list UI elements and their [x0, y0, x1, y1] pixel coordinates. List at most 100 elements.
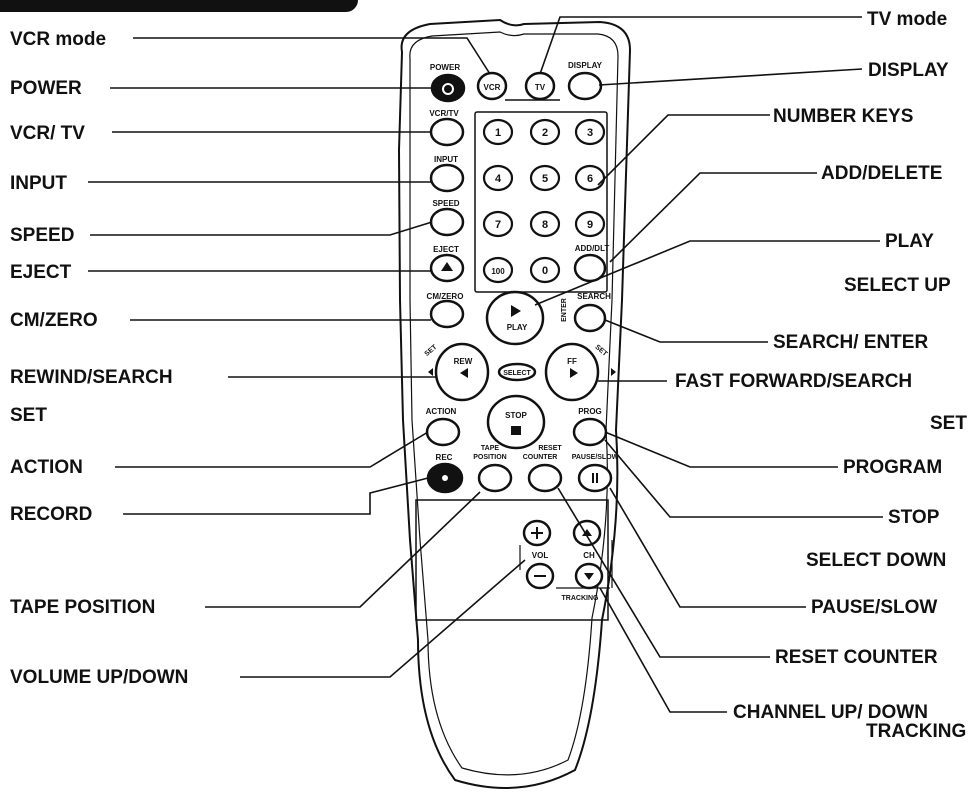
left-arrow-icon: [428, 368, 433, 376]
leader-vcr-mode: [133, 37, 491, 75]
leader-volume: [240, 559, 526, 678]
leader-action: [115, 431, 429, 468]
remote-rec-text: REC: [436, 453, 453, 462]
header-bar: [0, 0, 358, 12]
label-eject: EJECT: [10, 262, 72, 283]
label-tv-mode: TV mode: [867, 9, 948, 30]
number-key-text-3: 3: [587, 127, 593, 139]
remote-inner: [409, 31, 619, 776]
remote-rew-text: REW: [454, 357, 473, 366]
label-volume-up-down: VOLUME UP/DOWN: [10, 667, 189, 688]
remote-tape-text: TAPE: [481, 445, 499, 452]
remote-position-text: POSITION: [473, 454, 506, 461]
remote-enter-text: ENTER: [561, 298, 568, 322]
vcr-button: [476, 71, 508, 101]
label-add-delete: ADD/DELETE: [821, 163, 943, 184]
stop-button: [486, 394, 546, 450]
record-dot: [442, 475, 448, 481]
leader-tape-position: [205, 491, 481, 608]
label-search-enter: SEARCH/ ENTER: [773, 332, 929, 353]
label-pause-slow: PAUSE/SLOW: [811, 597, 938, 618]
leader-program: [604, 431, 838, 468]
remote-speed-text: SPEED: [432, 199, 459, 208]
speed-button: [429, 207, 465, 237]
number-key-9: [574, 210, 606, 238]
remote-cmzero-text: CM/ZERO: [427, 292, 464, 301]
label-input: INPUT: [10, 173, 67, 194]
remote-action-text: ACTION: [426, 407, 457, 416]
label-cm-zero: CM/ZERO: [10, 310, 98, 331]
number-key-100: [482, 256, 514, 284]
power-button: [430, 73, 466, 103]
label-select-up: SELECT UP: [844, 275, 951, 296]
remote-stop-text: STOP: [505, 411, 527, 420]
remote-prog-text: PROG: [578, 407, 602, 416]
label-fast-forward-search: FAST FORWARD/SEARCH: [675, 371, 913, 392]
label-record: RECORD: [10, 504, 93, 525]
remote-play-text: PLAY: [507, 323, 528, 332]
label-rewind-search: REWIND/SEARCH: [10, 367, 173, 388]
label-speed: SPEED: [10, 225, 75, 246]
display-button: [567, 71, 603, 101]
remote-eject-text: EJECT: [433, 245, 459, 254]
remote-input-text: INPUT: [434, 155, 458, 164]
tape-position-button: [477, 463, 513, 493]
remote-ch-text: CH: [583, 551, 595, 560]
leader-speed: [90, 221, 433, 236]
number-key-text-1: 1: [495, 127, 501, 139]
label-display: DISPLAY: [868, 60, 949, 81]
label-reset-counter: RESET COUNTER: [775, 647, 938, 668]
remote-vcrtv-text: VCR/TV: [429, 109, 459, 118]
input-button: [429, 163, 465, 193]
leader-display: [598, 68, 863, 86]
number-key-7: [482, 210, 514, 238]
label-tape-position: TAPE POSITION: [10, 597, 156, 618]
stop-symbol-icon: [511, 426, 521, 435]
number-key-text-9: 9: [587, 219, 593, 231]
remote-display-text: DISPLAY: [568, 61, 603, 70]
number-key-text-2: 2: [542, 127, 548, 139]
leader-record: [123, 477, 429, 515]
leader-add-delete: [609, 172, 817, 263]
remote-set-right-text: SET: [593, 344, 608, 359]
play-symbol-icon: [511, 305, 521, 317]
remote-power-text: POWER: [430, 63, 460, 72]
remote-vcr-text: VCR: [484, 83, 501, 92]
label-number-keys: NUMBER KEYS: [773, 106, 914, 127]
ff-symbol-icon: [570, 368, 578, 378]
eject-symbol-icon: [441, 262, 453, 271]
label-vcr-mode: VCR mode: [10, 29, 107, 50]
remote-tracking-text: TRACKING: [562, 595, 599, 602]
remote-adddlt-text: ADD/DLT: [575, 244, 610, 253]
number-key-text-4: 4: [495, 173, 502, 185]
leader-tv-mode: [539, 16, 862, 75]
prog-button: [572, 417, 608, 447]
leader-pause-slow: [609, 487, 806, 608]
label-select-down: SELECT DOWN: [806, 550, 947, 571]
leader-stop: [604, 439, 883, 518]
label-action: ACTION: [10, 457, 83, 478]
right-arrow-icon: [611, 368, 616, 376]
number-key-text-8: 8: [542, 219, 548, 231]
vcr-tv-button: [429, 117, 465, 147]
remote-ff-text: FF: [567, 357, 577, 366]
ch-up-arrow-icon: [582, 529, 592, 536]
select-button: [497, 362, 537, 382]
cm-zero-button: [429, 299, 465, 329]
label-set-left: SET: [10, 405, 47, 426]
number-key-text-7: 7: [495, 219, 501, 231]
label-stop: STOP: [888, 507, 940, 528]
add-dlt-button: [573, 253, 607, 283]
number-key-text-100: 100: [491, 267, 505, 276]
number-key-3: [574, 118, 606, 146]
action-button: [425, 417, 461, 447]
remote-tv-text: TV: [535, 83, 546, 92]
leader-channel: [599, 587, 727, 713]
number-key-text-5: 5: [542, 173, 548, 185]
remote-counter-text: COUNTER: [523, 454, 558, 461]
leader-search-enter: [604, 319, 768, 343]
leader-number-keys: [597, 114, 770, 186]
search-enter-button: [573, 303, 607, 333]
number-key-text-6: 6: [587, 173, 593, 185]
